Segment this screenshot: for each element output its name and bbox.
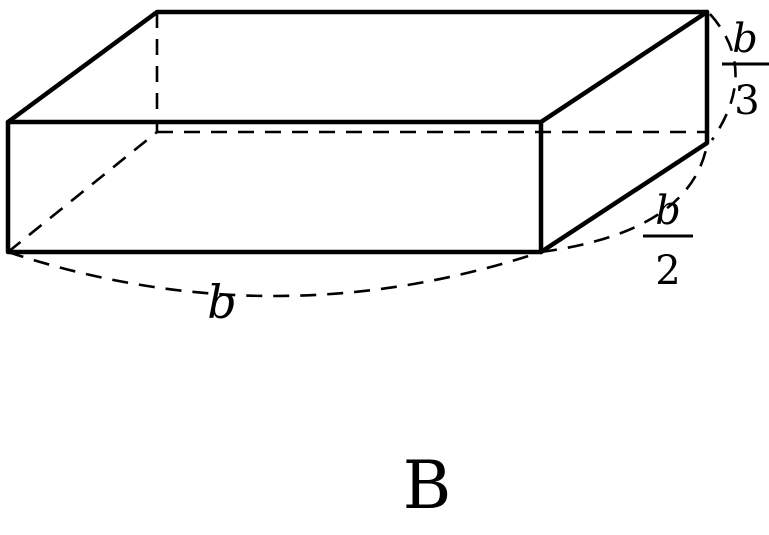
right-face-edges [538, 9, 710, 255]
top-face-edges [5, 9, 710, 125]
hidden-edge-left-bottom [7, 130, 158, 254]
dimension-braces [7, 13, 737, 298]
depth-label-numerator: b [655, 188, 681, 234]
figure-caption: B [403, 447, 452, 524]
length-label: b [207, 275, 236, 329]
hidden-edges [7, 12, 707, 254]
visible-edges [5, 9, 710, 255]
height-label-numerator: b [732, 16, 758, 62]
front-face [5, 119, 544, 255]
depth-label-denominator: 2 [655, 248, 680, 294]
length-brace [7, 250, 542, 298]
depth-brace [540, 144, 709, 254]
depth-label: b 2 [643, 188, 693, 294]
height-label-denominator: 3 [734, 78, 759, 124]
height-label: b 3 [722, 16, 769, 124]
height-brace [709, 13, 737, 141]
